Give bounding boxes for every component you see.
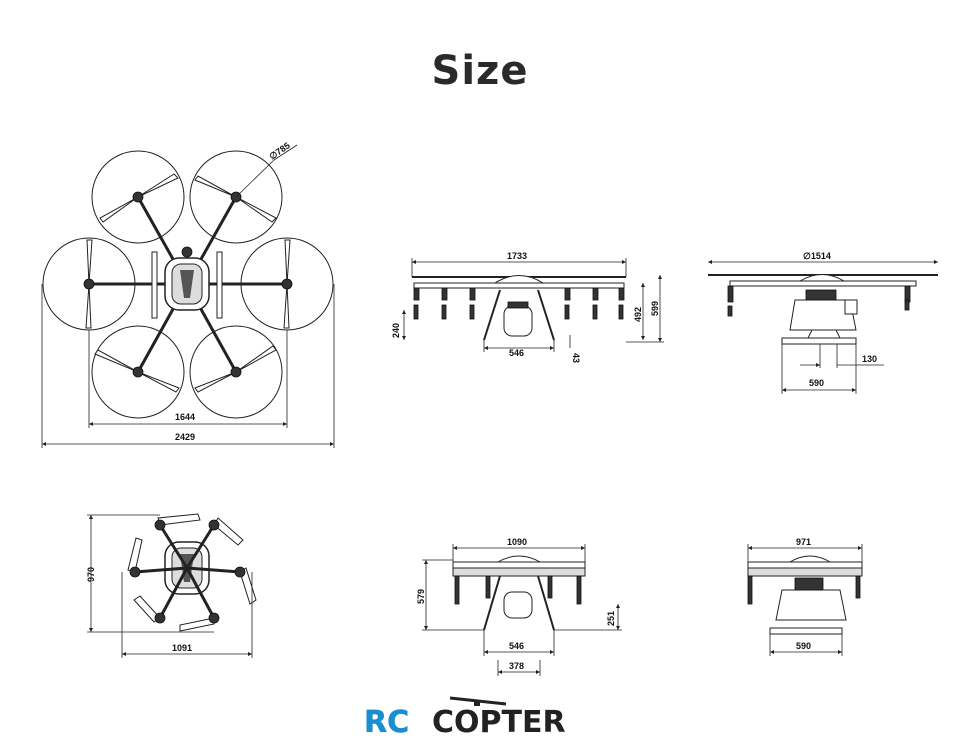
landing-height-label: 240 (391, 323, 401, 338)
propeller-blades (85, 173, 291, 393)
folded-height-label: 970 (86, 567, 96, 582)
helicopter-icon (449, 696, 507, 706)
rotor-circle (189, 150, 283, 244)
total-height-label: 599 (650, 301, 660, 316)
side-view-unfolded: ∅1514 130 590 (708, 251, 938, 394)
rc-copter-logo: RC COPTER (360, 692, 600, 740)
folded-gear-width-label: 546 (509, 641, 524, 651)
rotor-circle (189, 325, 283, 419)
body-height-label: 492 (633, 307, 643, 322)
top-view-folded: 970 1091 (86, 513, 257, 658)
front-view-folded: 1090 579 251 546 378 (416, 537, 622, 676)
side-view-folded: 971 590 (747, 537, 863, 656)
top-view-unfolded: ∅785 1644 2429 (41, 140, 335, 448)
rotor-circle (91, 325, 185, 419)
front-width-label: 1733 (507, 251, 527, 261)
side-diameter-label: ∅1514 (803, 251, 831, 261)
folded-total-height-label: 579 (416, 589, 426, 604)
folded-landing-height-label: 251 (606, 611, 616, 626)
rotor-diameter-label: ∅785 (267, 140, 291, 161)
folded-width-label: 1091 (172, 643, 192, 653)
folded-tank-width-label: 590 (796, 641, 811, 651)
inner-span-label: 1644 (175, 412, 195, 422)
rotor-circle (91, 150, 185, 244)
front-view-unfolded: 1733 546 240 492 599 43 (391, 251, 664, 363)
tank-offset-label: 130 (862, 354, 877, 364)
logo-rc: RC (364, 705, 409, 738)
tank-width-label: 590 (809, 378, 824, 388)
overall-span-label: 2429 (175, 432, 195, 442)
gear-width-label: 546 (509, 348, 524, 358)
folded-front-width-label: 1090 (507, 537, 527, 547)
logo-copter: COPTER (432, 705, 566, 738)
folded-gear-inner-label: 378 (509, 661, 524, 671)
page-title: Size (431, 48, 529, 94)
folded-side-width-label: 971 (796, 537, 811, 547)
gear-offset-label: 43 (571, 353, 581, 363)
